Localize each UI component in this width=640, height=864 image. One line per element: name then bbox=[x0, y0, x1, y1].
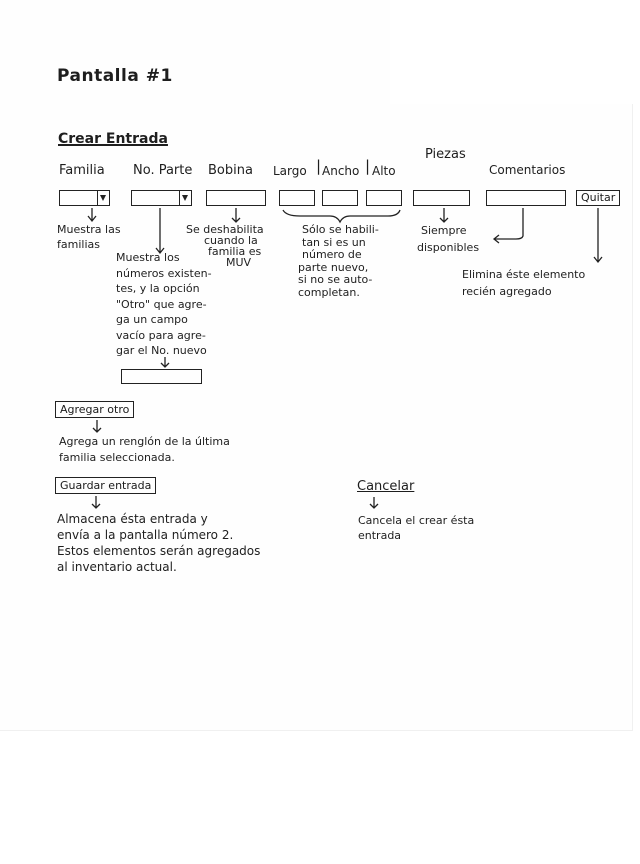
note-cancelar: Cancela el crear ésta entrada bbox=[358, 513, 474, 543]
col-comentarios: Comentarios bbox=[489, 163, 566, 177]
col-no-parte: No. Parte bbox=[133, 163, 193, 178]
arrow-cancelar bbox=[369, 497, 379, 509]
chevron-down-icon bbox=[182, 195, 188, 201]
agregar-otro-button[interactable]: Agregar otro bbox=[55, 401, 135, 418]
bobina-input[interactable] bbox=[206, 190, 266, 206]
arrow-bobina bbox=[231, 208, 241, 223]
note-line: tes, y la opción bbox=[116, 282, 200, 295]
note-line: Agrega un renglón de la última bbox=[59, 435, 230, 448]
alto-input[interactable] bbox=[366, 190, 402, 206]
arrow-comentarios bbox=[492, 208, 524, 244]
col-ancho: Ancho bbox=[322, 164, 360, 178]
note-bobina: Se deshabilita cuando la familia es MUV bbox=[186, 224, 264, 268]
note-line: Elimina éste elemento bbox=[462, 268, 586, 281]
note-line: Sólo se habili- bbox=[302, 223, 379, 236]
cancelar-link[interactable]: Cancelar bbox=[357, 479, 415, 494]
note-line: tan si es un bbox=[302, 235, 366, 249]
arrow-agregar bbox=[92, 420, 102, 433]
col-alto: Alto bbox=[372, 164, 396, 178]
quitar-button[interactable]: Quitar bbox=[576, 190, 621, 206]
note-line: Siempre bbox=[421, 224, 467, 237]
note-line: cuando la bbox=[204, 234, 258, 247]
note-line: envía a la pantalla número 2. bbox=[57, 528, 234, 542]
note-line: si no se auto- bbox=[298, 273, 373, 286]
col-divider-1: | bbox=[316, 157, 322, 175]
note-line: Muestra los bbox=[116, 251, 180, 264]
arrow-quitar bbox=[593, 208, 603, 264]
note-line: disponibles bbox=[417, 240, 480, 254]
col-familia: Familia bbox=[59, 163, 105, 178]
col-bobina: Bobina bbox=[208, 163, 253, 178]
note-line: familias bbox=[57, 237, 100, 251]
arrow-otro-field bbox=[160, 357, 170, 368]
note-line: número de bbox=[302, 248, 362, 261]
note-line: gar el No. nuevo bbox=[116, 344, 207, 357]
largo-input[interactable] bbox=[279, 190, 315, 206]
note-line: familia es bbox=[208, 245, 262, 258]
col-piezas: Piezas bbox=[425, 147, 466, 162]
otro-no-parte-input[interactable] bbox=[121, 369, 202, 384]
chevron-down-icon bbox=[100, 195, 106, 201]
note-line: Estos elementos serán agregados bbox=[57, 544, 261, 558]
ancho-input[interactable] bbox=[322, 190, 358, 206]
comentarios-input[interactable] bbox=[486, 190, 566, 206]
note-line: al inventario actual. bbox=[57, 560, 177, 574]
dimensions-bracket bbox=[282, 209, 401, 224]
note-line: vacío para agre- bbox=[116, 328, 206, 342]
arrow-piezas bbox=[439, 208, 449, 223]
arrow-familia bbox=[87, 208, 97, 223]
note-line: Muestra las bbox=[57, 223, 121, 236]
no-parte-select[interactable] bbox=[131, 190, 192, 206]
note-line: "Otro" que agre- bbox=[116, 297, 207, 311]
section-title: Crear Entrada bbox=[58, 131, 168, 147]
note-line: números existen- bbox=[116, 266, 212, 280]
note-line: Almacena ésta entrada y bbox=[57, 512, 208, 526]
note-line: recién agregado bbox=[462, 284, 552, 298]
sketch-paper bbox=[0, 0, 632, 730]
note-line: MUV bbox=[226, 256, 252, 269]
arrow-no-parte bbox=[155, 208, 165, 255]
guardar-entrada-button[interactable]: Guardar entrada bbox=[55, 477, 157, 494]
note-line: entrada bbox=[358, 529, 402, 542]
note-agregar: Agrega un renglón de la última familia s… bbox=[59, 435, 230, 464]
note-no-parte: Muestra los números existen- tes, y la o… bbox=[116, 251, 212, 358]
familia-select[interactable] bbox=[59, 190, 110, 206]
arrow-guardar bbox=[91, 496, 101, 509]
select-divider bbox=[179, 191, 180, 205]
note-piezas: Siempre disponibles bbox=[417, 224, 480, 254]
note-guardar: Almacena ésta entrada y envía a la panta… bbox=[57, 511, 260, 575]
note-line: familia seleccionada. bbox=[59, 450, 175, 464]
note-familia: Muestra las familias bbox=[57, 223, 121, 251]
piezas-input[interactable] bbox=[413, 190, 470, 206]
note-line: Cancela el crear ésta bbox=[358, 514, 475, 527]
page-title: Pantalla #1 bbox=[57, 66, 173, 86]
col-largo: Largo bbox=[273, 164, 307, 178]
paper-offset bbox=[390, 0, 640, 104]
note-line: ga un campo bbox=[116, 313, 188, 326]
note-line: parte nuevo, bbox=[298, 260, 369, 274]
note-quitar: Elimina éste elemento recién agregado bbox=[462, 268, 586, 298]
note-line: Se deshabilita bbox=[186, 223, 264, 236]
select-divider bbox=[97, 191, 98, 205]
col-divider-2: | bbox=[365, 157, 371, 175]
note-line: completan. bbox=[298, 285, 360, 299]
note-dimensiones: Sólo se habili- tan si es un número de p… bbox=[298, 223, 379, 299]
